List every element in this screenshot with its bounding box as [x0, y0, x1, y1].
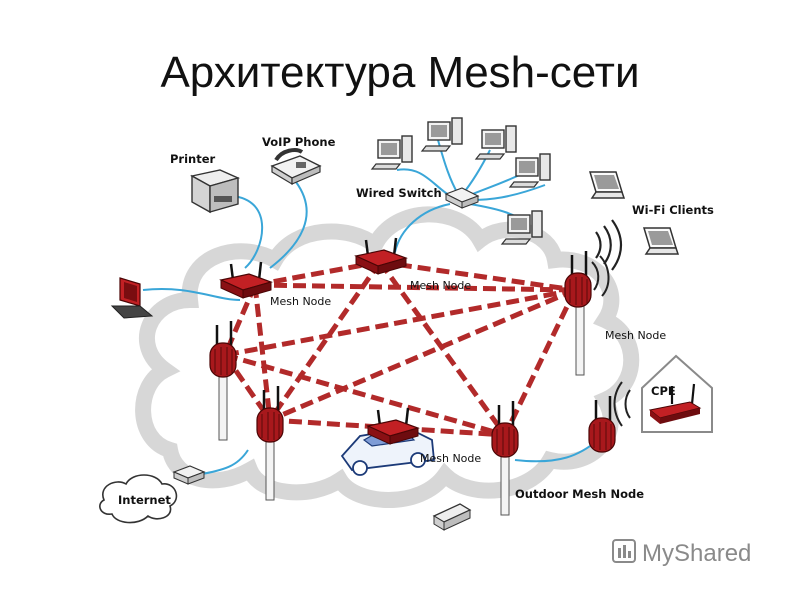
cpe-label: CPE	[651, 384, 676, 398]
watermark-text: MyShared	[642, 540, 751, 567]
workstation-icon	[509, 153, 551, 188]
pole	[575, 304, 585, 376]
pole	[218, 369, 228, 441]
wifi-signal-icon	[595, 219, 623, 271]
wired-switch-icon	[444, 187, 480, 209]
internet-cloud-icon	[99, 474, 178, 524]
laptop-icon	[643, 227, 679, 255]
wifi-signal-icon	[613, 381, 631, 427]
mesh-node-label: Mesh Node	[605, 329, 666, 342]
laptop-icon	[589, 171, 625, 199]
printer-label: Printer	[170, 152, 216, 166]
mesh-links	[222, 259, 578, 438]
printer-icon	[190, 169, 241, 214]
outdoor-mesh-node-label: Outdoor Mesh Node	[515, 487, 644, 501]
cpe-router-icon	[648, 383, 702, 424]
mesh-node-label: Mesh Node	[270, 295, 331, 308]
page-title: Архитектура Mesh-сети	[160, 48, 640, 97]
laptop-icon	[110, 277, 154, 319]
workstation-icon	[421, 117, 463, 152]
camera-icon	[432, 503, 472, 531]
modem-icon	[172, 465, 206, 485]
voip-phone-icon	[270, 148, 322, 186]
mesh-node-label: Mesh Node	[420, 452, 481, 465]
internet-label: Internet	[118, 493, 171, 507]
wifi-clients-label: Wi-Fi Clients	[632, 203, 714, 217]
workstation-icon	[371, 135, 413, 170]
wired-switch-label: Wired Switch	[356, 186, 442, 200]
myshared-logo-icon	[612, 539, 636, 563]
wifi-signal-icon	[591, 255, 610, 297]
mesh-node-label: Mesh Node	[410, 279, 471, 292]
workstation-icon	[475, 125, 517, 160]
voip-phone-label: VoIP Phone	[262, 135, 336, 149]
